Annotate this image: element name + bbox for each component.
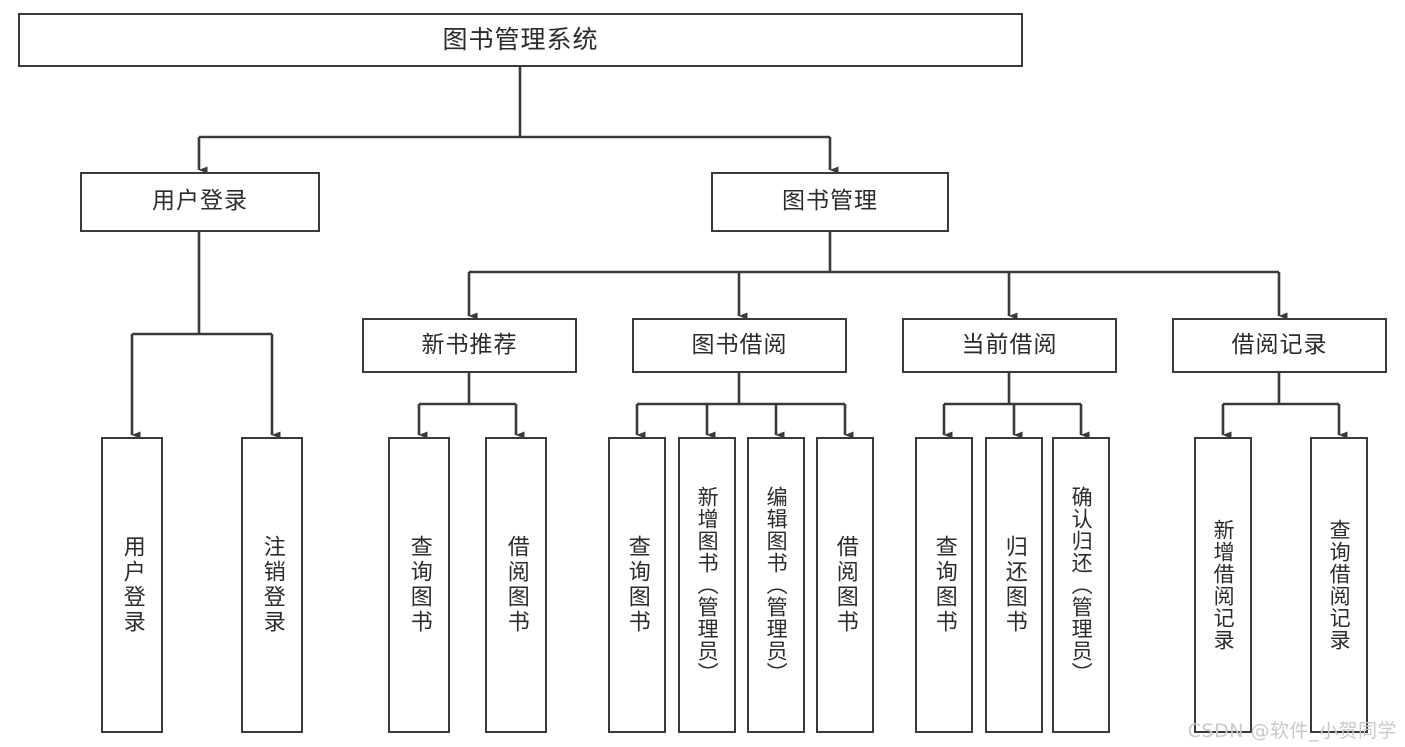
node-user-logout-label: 注销登录: [259, 535, 285, 635]
node-borrow-record[interactable]: 借阅记录: [1172, 318, 1387, 373]
node-borrow-book-2-label: 借阅图书: [832, 535, 858, 635]
csdn-watermark: CSDN @软件_小贺同学: [1187, 720, 1397, 742]
node-book-manage[interactable]: 图书管理: [711, 172, 949, 232]
node-root-label: 图书管理系统: [442, 25, 599, 54]
node-new-book-recommend-label: 新书推荐: [421, 331, 518, 358]
node-user-login[interactable]: 用户登录: [80, 172, 320, 232]
node-borrow-book-1-label: 借阅图书: [503, 535, 529, 635]
node-add-borrow-record-label: 新增借阅记录: [1211, 519, 1236, 651]
node-add-borrow-record[interactable]: 新增借阅记录: [1194, 437, 1252, 733]
node-add-book-admin[interactable]: 新增图书（管理员）: [678, 437, 736, 733]
node-book-manage-label: 图书管理: [782, 188, 878, 215]
node-borrow-book-1[interactable]: 借阅图书: [485, 437, 547, 733]
node-query-book-2[interactable]: 查询图书: [608, 437, 666, 733]
node-user-logout[interactable]: 注销登录: [241, 437, 303, 733]
node-query-book-1-label: 查询图书: [406, 535, 432, 635]
node-return-book[interactable]: 归还图书: [985, 437, 1043, 733]
node-book-borrow[interactable]: 图书借阅: [632, 318, 847, 373]
node-root[interactable]: 图书管理系统: [18, 13, 1023, 67]
node-user-login-do[interactable]: 用户登录: [101, 437, 163, 733]
node-add-book-admin-label: 新增图书（管理员）: [695, 486, 720, 684]
node-book-borrow-label: 图书借阅: [691, 331, 788, 358]
node-query-borrow-record-label: 查询借阅记录: [1327, 519, 1352, 651]
node-query-book-3-label: 查询图书: [931, 535, 957, 635]
node-user-login-label: 用户登录: [152, 188, 248, 215]
node-user-login-do-label: 用户登录: [119, 535, 145, 635]
node-query-book-2-label: 查询图书: [624, 535, 650, 635]
node-confirm-return-admin-label: 确认归还（管理员）: [1069, 486, 1094, 684]
node-edit-book-admin-label: 编辑图书（管理员）: [764, 486, 789, 684]
node-borrow-record-label: 借阅记录: [1231, 331, 1328, 358]
node-confirm-return-admin[interactable]: 确认归还（管理员）: [1052, 437, 1110, 733]
node-current-borrow[interactable]: 当前借阅: [902, 318, 1117, 373]
node-edit-book-admin[interactable]: 编辑图书（管理员）: [747, 437, 805, 733]
node-new-book-recommend[interactable]: 新书推荐: [362, 318, 577, 373]
node-query-borrow-record[interactable]: 查询借阅记录: [1310, 437, 1368, 733]
node-return-book-label: 归还图书: [1001, 535, 1027, 635]
node-current-borrow-label: 当前借阅: [961, 331, 1058, 358]
node-query-book-3[interactable]: 查询图书: [915, 437, 973, 733]
node-query-book-1[interactable]: 查询图书: [388, 437, 450, 733]
node-borrow-book-2[interactable]: 借阅图书: [816, 437, 874, 733]
